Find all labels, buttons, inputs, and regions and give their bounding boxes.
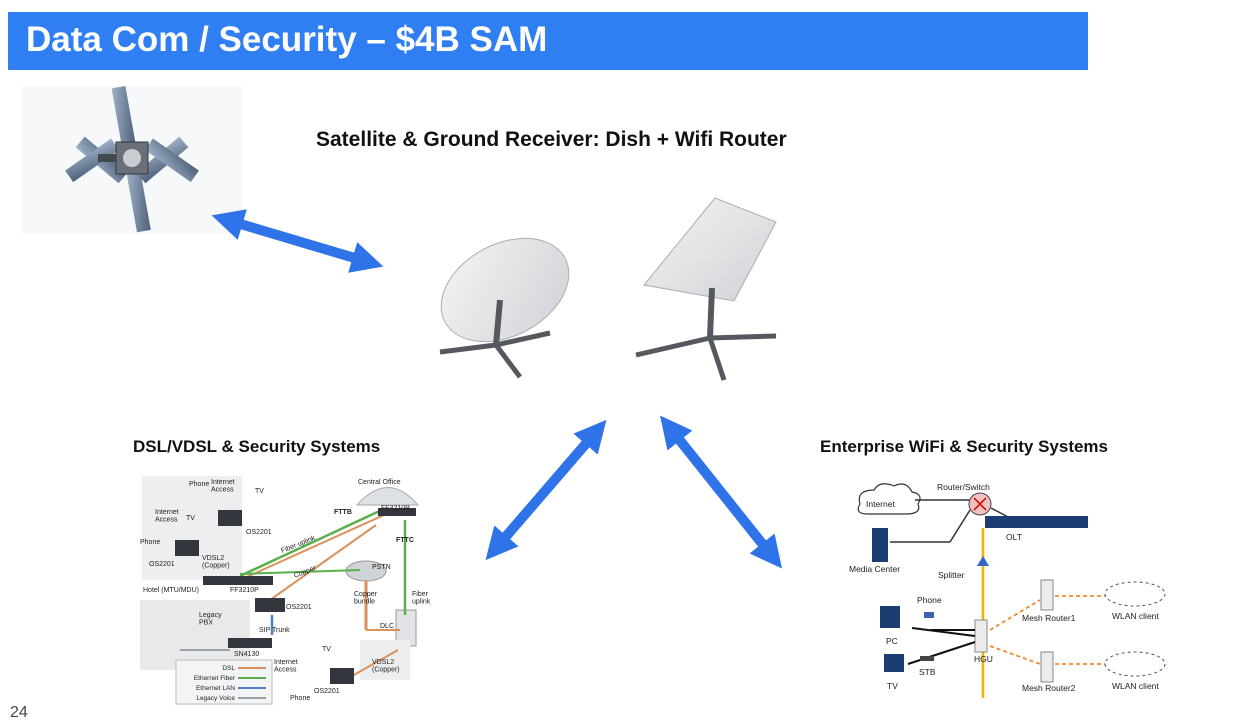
dish-flat-icon (635, 197, 777, 381)
dsl-label-vdsl2-bottom: VDSL2(Copper) (372, 659, 400, 674)
legend-ethernet-fiber: Ethernet Fiber (194, 675, 236, 682)
wifi-label-wlan-client-1: WLAN client (1112, 611, 1159, 621)
wifi-label-olt: OLT (1006, 532, 1022, 542)
wifi-label-splitter: Splitter (938, 570, 965, 580)
legend-legacy-voice: Legacy Voice (196, 695, 235, 702)
dsl-label-central-office: Central Office (358, 479, 401, 486)
wifi-label-pc: PC (886, 636, 898, 646)
dsl-label-phone-top: Phone (189, 481, 209, 488)
dsl-label-fttb: FTTB (334, 509, 352, 516)
wifi-label-internet: Internet (866, 499, 895, 509)
dsl-label-ff3210p-top: FF3210P (381, 505, 410, 512)
title-bar: Data Com / Security – $4B SAM (8, 12, 1088, 70)
dsl-label-tv-top: TV (255, 488, 264, 495)
dsl-label-tv-left: TV (186, 515, 195, 522)
dsl-label-tv-bottom: TV (322, 646, 331, 653)
arrow-icon (485, 419, 607, 561)
dish-round-icon (439, 237, 570, 379)
wifi-label-media-center: Media Center (849, 564, 900, 574)
dsl-legend: DSL Ethernet Fiber Ethernet LAN Legacy V… (175, 659, 273, 705)
satellite-icon (22, 86, 242, 234)
dsl-label-hotel: Hotel (MTU/MDU) (143, 587, 199, 594)
dsl-label-phone-left: Phone (140, 539, 160, 546)
wifi-label-mesh-router2: Mesh Router2 (1022, 683, 1076, 693)
dsl-label-phone-bottom: Phone (290, 695, 310, 702)
wifi-label-mesh-router1: Mesh Router1 (1022, 613, 1076, 623)
legend-dsl: DSL (222, 665, 235, 672)
arrow-icon (660, 415, 782, 569)
dsl-label-pstn: PSTN (372, 564, 391, 571)
dsl-label-dlc: DLC (380, 623, 394, 630)
dsl-label-os2201-left: OS2201 (149, 561, 175, 568)
heading-dsl: DSL/VDSL & Security Systems (133, 437, 381, 456)
page-title: Data Com / Security – $4B SAM (26, 20, 548, 59)
dsl-label-sn4130: SN4130 (234, 651, 259, 658)
wifi-diagram: Router/Switch Internet OLT Media Center … (840, 474, 1175, 699)
wifi-label-tv: TV (887, 681, 898, 691)
dsl-label-os2201-bottom: OS2201 (314, 688, 340, 695)
wifi-label-wlan-client-2: WLAN client (1112, 681, 1159, 691)
wifi-label-phone: Phone (917, 595, 942, 605)
dsl-label-os2201-top: OS2201 (246, 529, 272, 536)
wifi-label-router-switch: Router/Switch (937, 482, 990, 492)
dsl-label-os2201-mid: OS2201 (286, 604, 312, 611)
arrow-icon (211, 209, 384, 273)
heading-satellite: Satellite & Ground Receiver: Dish + Wifi… (316, 128, 787, 151)
dsl-label-ff3210p-mid: FF3210P (230, 587, 259, 594)
wifi-label-stb: STB (919, 667, 936, 677)
heading-enterprise-wifi: Enterprise WiFi & Security Systems (820, 437, 1109, 456)
wifi-label-hgu: HGU (974, 654, 993, 664)
dsl-label-sip-trunk: SIP Trunk (259, 627, 290, 634)
dsl-label-vdsl2-top: VDSL2(Copper) (202, 555, 230, 570)
legend-ethernet-lan: Ethernet LAN (196, 685, 235, 692)
dsl-label-fttc: FTTC (396, 537, 414, 544)
